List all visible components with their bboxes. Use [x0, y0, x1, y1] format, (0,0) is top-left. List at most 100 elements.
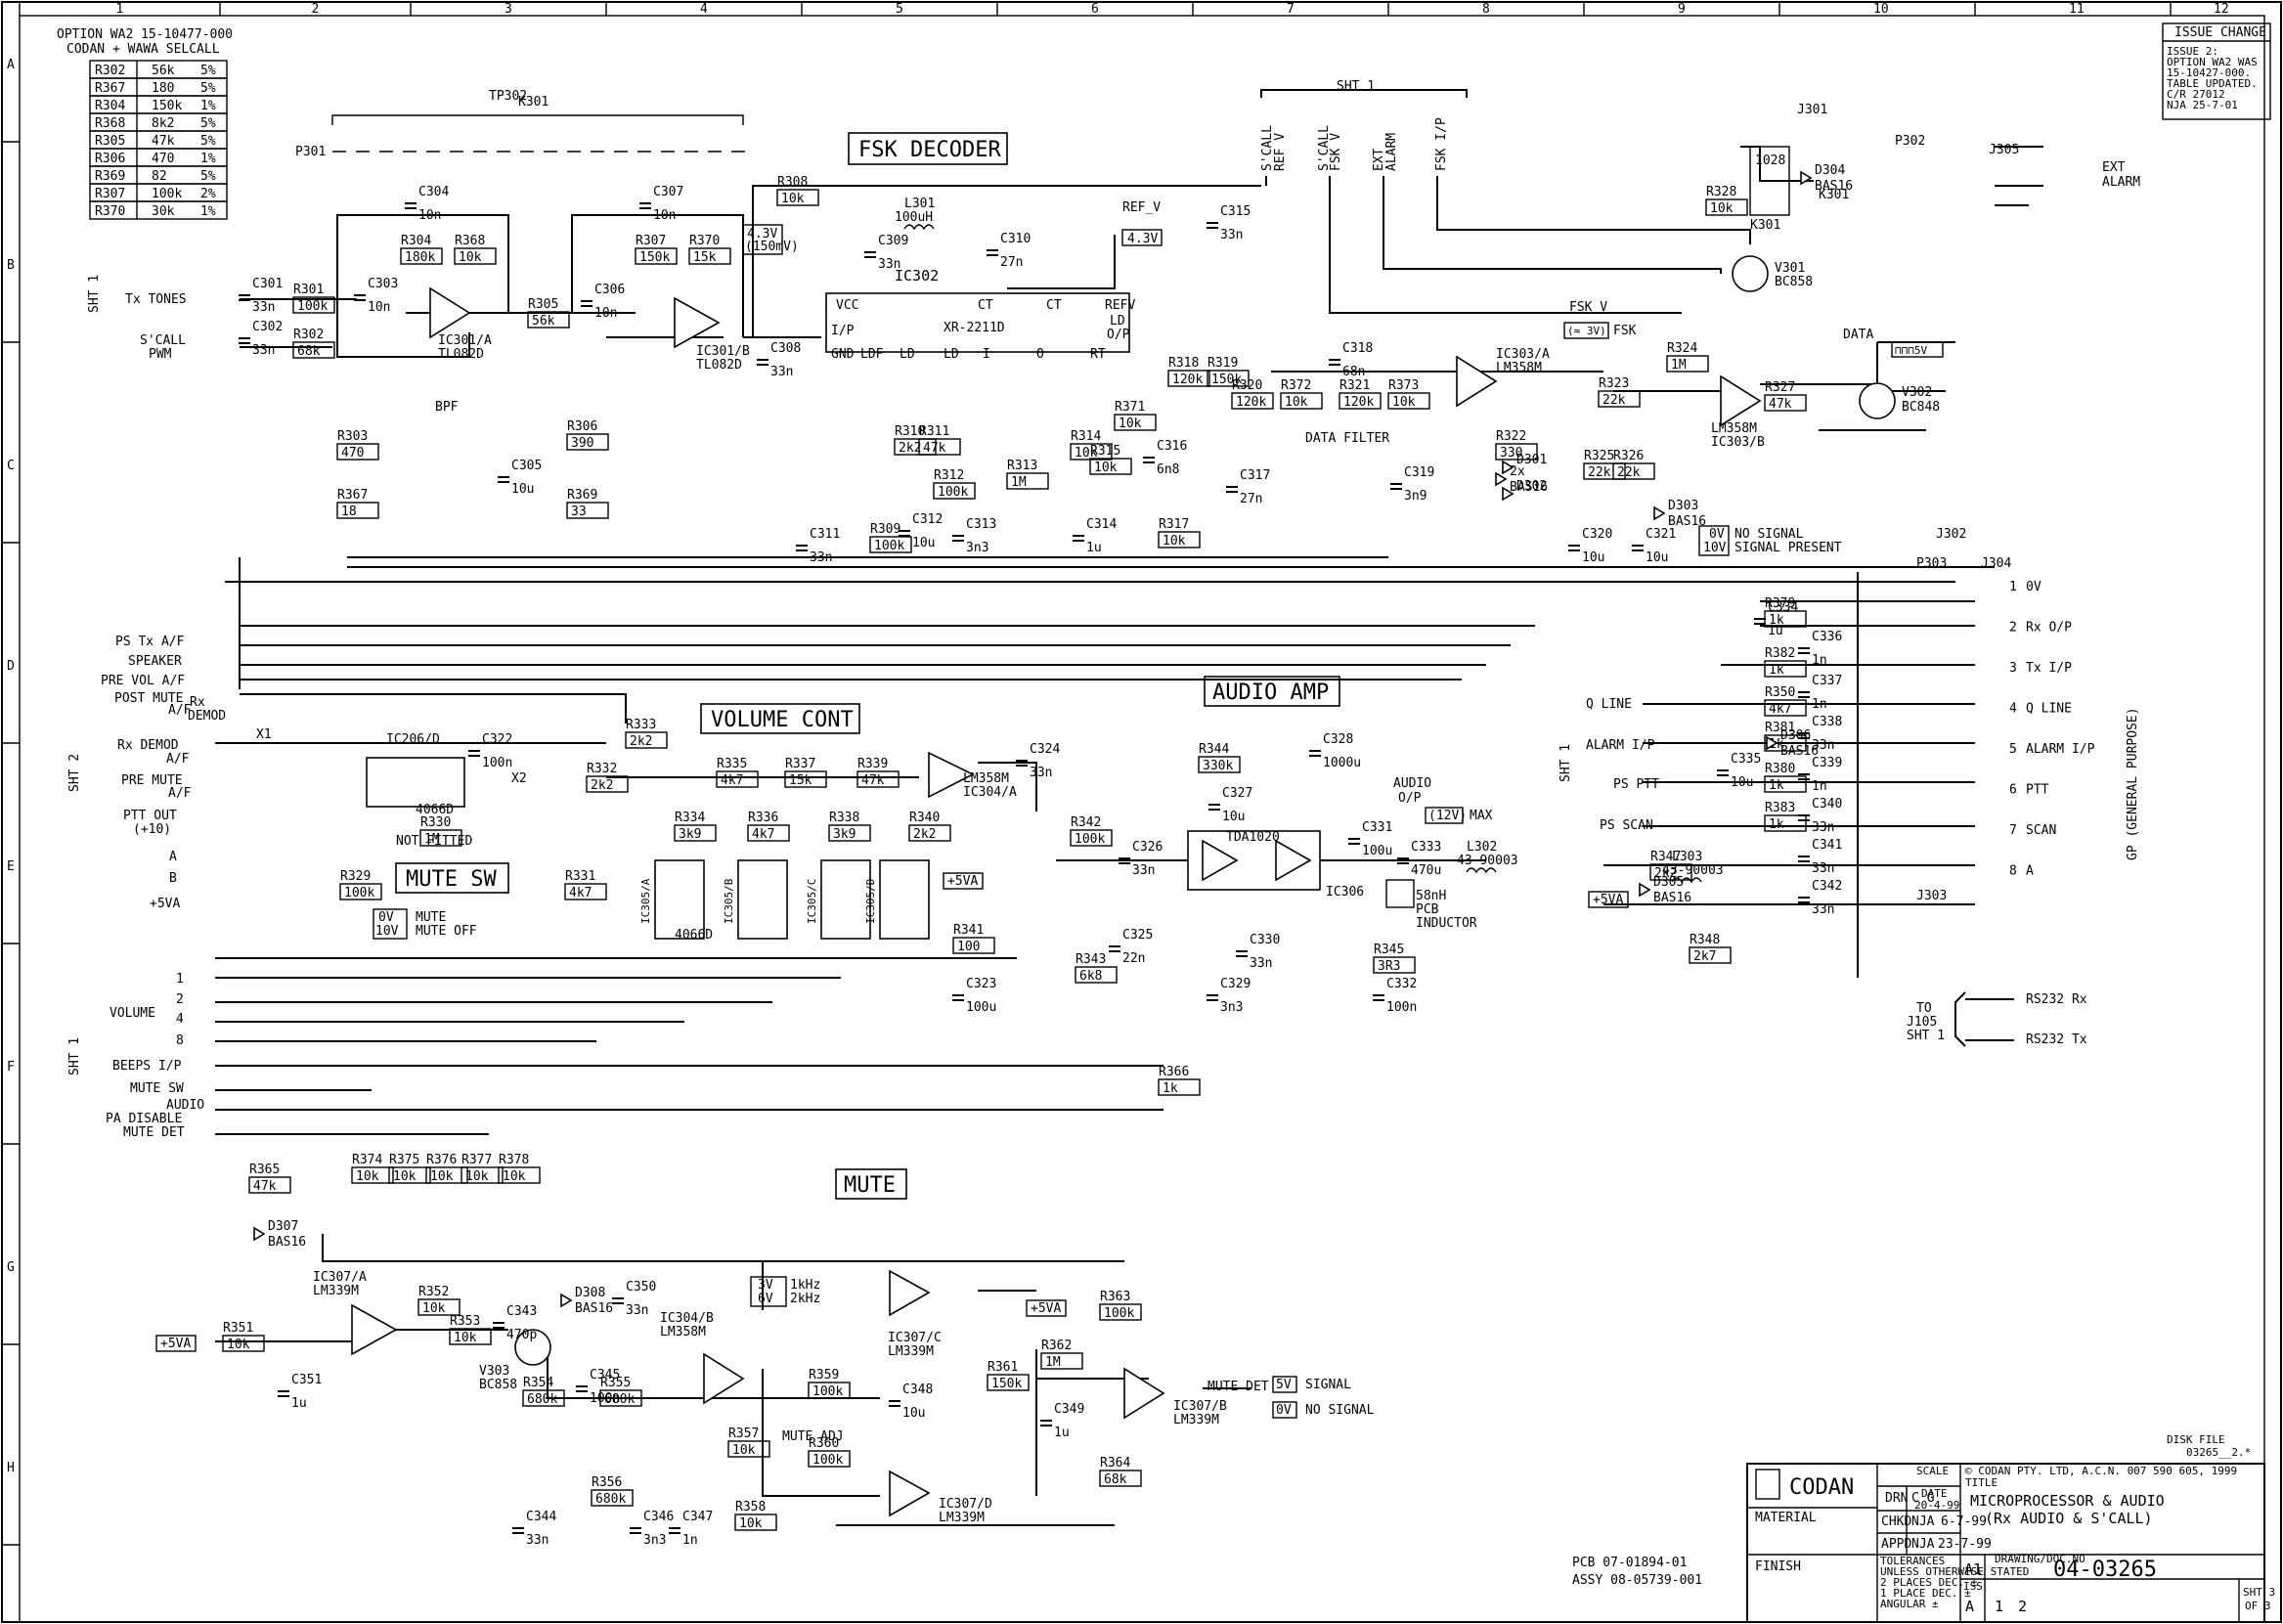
grid-col-11: 11	[2069, 2, 2085, 17]
left-signals: SHT 1 SHT 2 SHT 1 SHT 1 GP (GENERAL PURP…	[67, 275, 2140, 1140]
v302-label: V302	[1902, 385, 1932, 400]
diode-ref: D308	[575, 1286, 605, 1300]
grid-row-F: F	[7, 1060, 15, 1075]
capacitor-ref: C326	[1132, 840, 1163, 855]
resistor-value: 180k	[405, 250, 435, 265]
resistor-ref: R342	[1071, 815, 1101, 830]
resistor-ref: R375	[389, 1153, 419, 1167]
resistor-ref: R362	[1041, 1339, 1072, 1353]
grid-row-C: C	[7, 459, 15, 473]
grid-col-7: 7	[1287, 2, 1295, 17]
resistor-ref: R356	[592, 1475, 622, 1490]
resistor-value: 10k	[503, 1169, 526, 1184]
resistor-symbol	[1598, 390, 1641, 408]
capacitor-ref: C349	[1054, 1402, 1084, 1417]
diode-ref: 2x	[1510, 464, 1525, 479]
capacitor-ref: C329	[1220, 977, 1251, 991]
resistor-value: 10k	[1163, 534, 1186, 549]
ic302-pin: LD	[944, 347, 959, 362]
ic304b-part: LM358M	[660, 1325, 706, 1339]
resistor-ref: R329	[340, 869, 371, 884]
ic303a-symbol	[1456, 355, 1498, 408]
resistor-ref: R310	[895, 424, 925, 439]
capacitor-value: 3n3	[1220, 1000, 1243, 1015]
resistor-ref: R374	[352, 1153, 382, 1167]
resistor-ref: R355	[600, 1376, 631, 1390]
resistor-symbol	[1089, 458, 1132, 475]
resistor-ref: R313	[1007, 459, 1037, 473]
ic302-box	[825, 292, 1130, 353]
mute-off-volt: 10V	[375, 924, 399, 939]
ic305a-label: IC305/A	[639, 878, 652, 924]
fsk-decoder-title: FSK DECODER	[858, 138, 1001, 162]
ic305a-box	[654, 859, 705, 940]
grid-col-6: 6	[1091, 2, 1099, 17]
capacitor-value: 3n3	[966, 541, 988, 555]
ic307a-label: IC307/A	[313, 1270, 367, 1285]
capacitor-ref: C341	[1812, 838, 1842, 853]
tp302-label: K301	[518, 95, 549, 110]
resistor-ref: R322	[1496, 429, 1526, 444]
rs232-to: TO	[1916, 1001, 1932, 1016]
resistor-value: 56k	[532, 314, 555, 329]
resistor-value: 2k7	[1693, 949, 1716, 964]
issue-change-line: NJA 25-7-01	[2167, 99, 2238, 111]
diode-value: BAS16	[1780, 744, 1819, 759]
ic302-pin: GND	[831, 347, 855, 362]
sht2-left: SHT 2	[67, 754, 82, 792]
option-ref: R302	[95, 64, 125, 78]
resistor-ref: R371	[1115, 400, 1145, 415]
left-signal-label: Rx DEMOD	[117, 738, 179, 753]
left-signal-label: PWM	[149, 347, 172, 362]
connector-signal-label: Q LINE	[2026, 702, 2072, 717]
resistor-symbol	[292, 341, 335, 359]
resistor-symbol	[688, 247, 731, 265]
drawing-no: 04-03265	[2053, 1558, 2157, 1582]
signal-volt: 5V	[1276, 1378, 1292, 1392]
resistor-symbol	[292, 296, 335, 314]
diode-value: BAS16	[268, 1235, 306, 1250]
tolerance-line: 2 PLACES DEC. ±	[1880, 1576, 1978, 1589]
resistor-symbol	[987, 1374, 1030, 1391]
mute-sw-title-box	[395, 862, 509, 894]
plus5va-audio: +5VA	[947, 874, 978, 889]
signal-present-volt: 10V	[1703, 541, 1727, 555]
option-table-row	[89, 200, 228, 220]
resistor-value: 3k9	[833, 827, 856, 842]
finish-label: FINISH	[1755, 1559, 1801, 1574]
inductor-ref: L303	[1672, 850, 1702, 864]
ic301a-part: TL082D	[438, 347, 484, 362]
ic301a-symbol	[429, 286, 471, 339]
p301-label: P301	[295, 145, 326, 159]
capacitor-value: 1u	[291, 1396, 307, 1411]
ic307b-symbol	[1123, 1367, 1165, 1420]
connector-pin-number: 8	[2009, 864, 2017, 879]
v43-label: 4.3V	[747, 227, 777, 241]
inductor-value: 100uH	[895, 210, 933, 225]
diode-value: BAS16	[1653, 891, 1691, 905]
capacitor-ref: C350	[626, 1280, 656, 1295]
option-ref: R305	[95, 134, 125, 149]
appd-date: 23-7-99	[1938, 1537, 1992, 1552]
ic302-pin: I	[983, 347, 990, 362]
resistor-ref: R327	[1765, 380, 1795, 395]
capacitor-ref: C315	[1220, 204, 1251, 219]
capacitor-ref: C318	[1342, 341, 1373, 356]
capacitor-value: 10n	[368, 300, 390, 315]
connector-label: J302	[1936, 527, 1966, 542]
pcb-inductor-symbol	[1385, 879, 1415, 908]
left-signal-label: PRE VOL A/F	[101, 674, 185, 688]
volume-cont-title: VOLUME CONT	[711, 708, 854, 732]
capacitor-ref: C321	[1646, 527, 1676, 542]
resistor-ref: R315	[1090, 444, 1120, 459]
resistor-symbol	[336, 502, 379, 519]
resistor-value: 22k	[1602, 393, 1626, 408]
issue-change-line: TABLE UPDATED.	[2167, 77, 2258, 90]
resistor-symbol	[747, 824, 790, 842]
top-signal-label: ALARM	[1384, 133, 1399, 171]
connector-label: J305	[1989, 143, 2019, 157]
resistor-value: 47k	[1769, 397, 1792, 412]
diode-ref: D307	[268, 1219, 298, 1234]
